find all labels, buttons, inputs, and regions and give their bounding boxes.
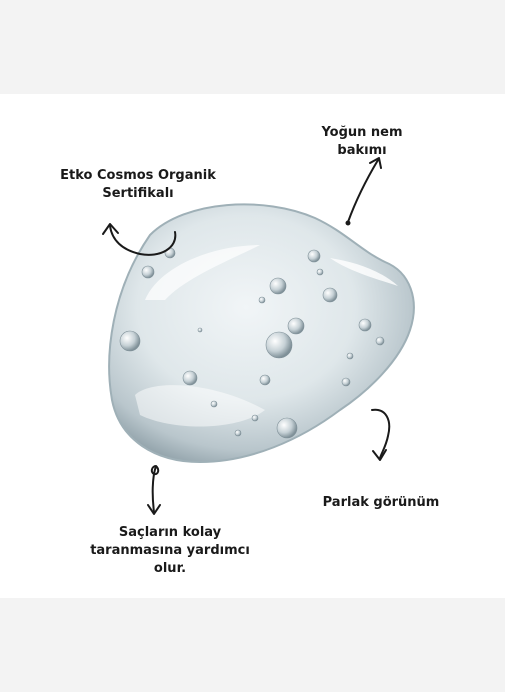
- callout-line: Saçların kolay: [118, 525, 222, 540]
- curved-arrow-icon: [102, 223, 177, 256]
- straight-arrow-icon: [345, 157, 382, 226]
- callout-organic-certified: Etko Cosmos Organik Sertifikalı: [48, 167, 228, 203]
- curved-arrow-icon: [147, 465, 161, 515]
- callout-line: Yoğun nem: [321, 125, 403, 140]
- bubbles: [119, 247, 385, 439]
- callout-intense-moisture: Yoğun nem bakımı: [300, 124, 424, 160]
- callout-line: olur.: [153, 561, 187, 576]
- callout-line: bakımı: [337, 143, 387, 158]
- callout-shiny-look: Parlak görünüm: [306, 494, 456, 512]
- callout-line: Etko Cosmos Organik: [60, 168, 216, 183]
- curved-arrow-icon: [371, 408, 391, 461]
- callout-easy-combing: Saçların kolay taranmasına yardımcı olur…: [80, 524, 260, 578]
- callout-line: Parlak görünüm: [322, 495, 440, 510]
- callout-line: taranmasına yardımcı: [90, 543, 250, 558]
- gel-droplet-icon: [108, 203, 415, 464]
- callout-line: Sertifikalı: [102, 186, 174, 201]
